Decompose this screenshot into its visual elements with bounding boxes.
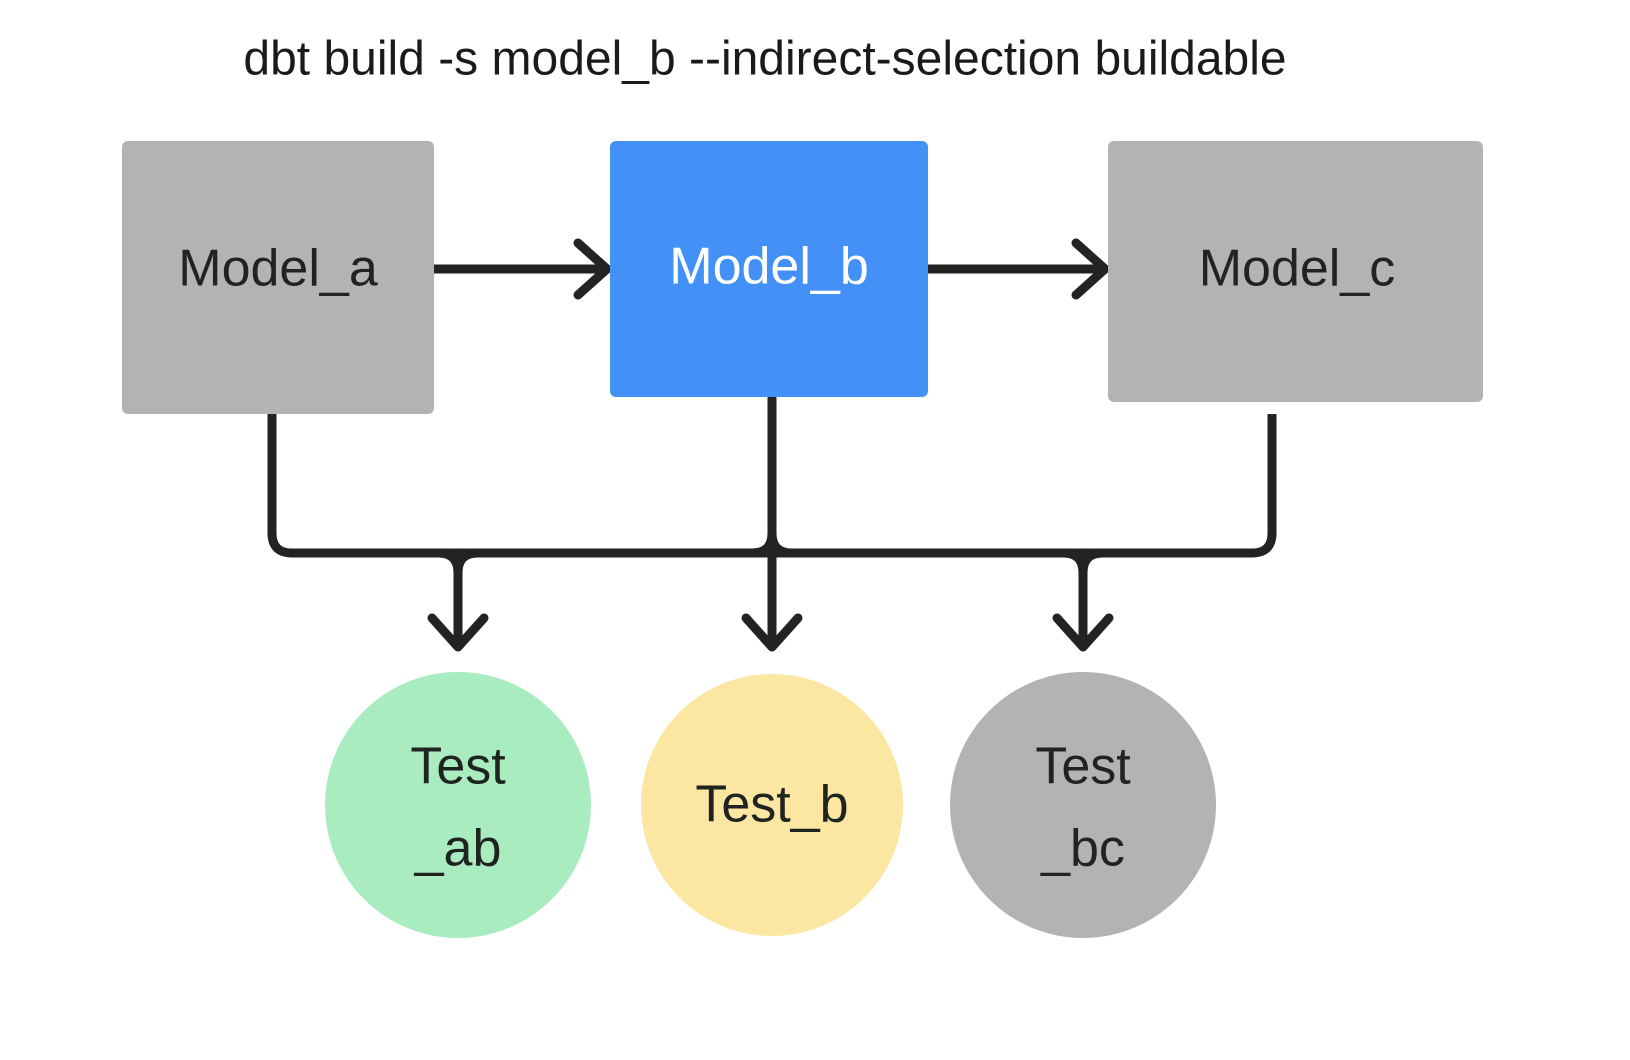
edge-bus-to-test-bc bbox=[1052, 548, 1114, 652]
edge-layer bbox=[267, 238, 1277, 652]
edge-model-a-to-model-b bbox=[434, 238, 612, 300]
test-node-label-test-bc-line2: _bc bbox=[1040, 820, 1125, 878]
model-node-model-a[interactable]: Model_a bbox=[122, 141, 434, 414]
model-node-label-model-b: Model_b bbox=[669, 238, 868, 296]
model-node-model-b[interactable]: Model_b bbox=[610, 141, 928, 397]
edge-model-b-to-model-c bbox=[928, 238, 1110, 300]
diagram-title: dbt build -s model_b --indirect-selectio… bbox=[243, 33, 1286, 86]
model-node-label-model-a: Model_a bbox=[178, 240, 378, 298]
edge-junction-fillets bbox=[751, 532, 793, 558]
test-node-label-test-ab-line1: Test bbox=[410, 738, 506, 796]
edge-bus-to-test-ab bbox=[427, 548, 489, 652]
test-node-label-test-b: Test_b bbox=[695, 776, 848, 834]
model-node-model-c[interactable]: Model_c bbox=[1108, 141, 1483, 402]
test-node-test-bc[interactable]: Test _bc bbox=[950, 672, 1216, 938]
test-node-test-b[interactable]: Test_b bbox=[641, 674, 903, 936]
test-node-test-ab[interactable]: Test _ab bbox=[325, 672, 591, 938]
model-node-label-model-c: Model_c bbox=[1199, 240, 1396, 298]
edge-model-b-to-test-b bbox=[741, 397, 803, 652]
test-node-label-test-bc-line1: Test bbox=[1035, 738, 1131, 796]
test-node-label-test-ab-line2: _ab bbox=[414, 820, 502, 878]
